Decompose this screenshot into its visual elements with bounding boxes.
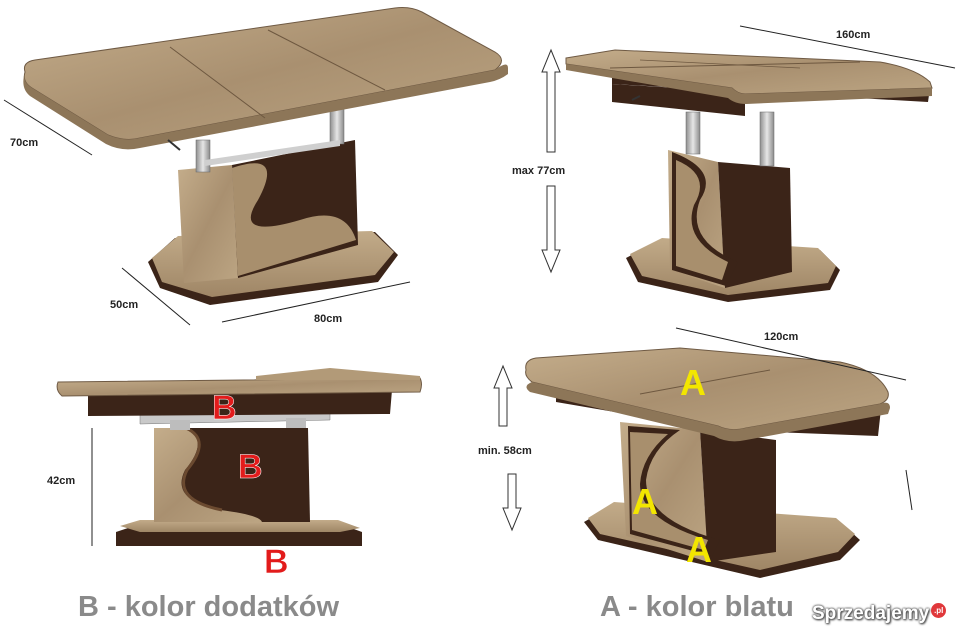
watermark: Sprzedajemy.pl — [812, 603, 947, 625]
marker-b-frame: B — [212, 389, 237, 427]
marker-a-base: A — [686, 529, 712, 570]
dimension-lines-table-4 — [675, 327, 913, 511]
caption-color-b: B - kolor dodatków — [78, 591, 339, 623]
marker-b-base: B — [264, 543, 289, 581]
dimension-lines-table-1 — [3, 99, 411, 326]
dimension-length-extended: 160cm — [836, 29, 870, 41]
table-closed-low — [525, 347, 890, 578]
table-extended-angled — [23, 7, 508, 305]
dimension-length-closed: 120cm — [764, 331, 798, 343]
marker-a-top: A — [680, 362, 706, 403]
caption-color-a: A - kolor blatu — [600, 591, 794, 623]
dimension-height-min: min. 58cm — [478, 445, 532, 457]
dimension-lines-table-2 — [739, 25, 956, 69]
dimension-height-max: max 77cm — [512, 165, 565, 177]
dimension-height-low: 42cm — [47, 475, 75, 487]
marker-b-column: B — [238, 448, 263, 486]
dimension-width-base: 80cm — [314, 313, 342, 325]
height-arrow-min — [493, 364, 522, 532]
watermark-text: Sprzedajemy — [812, 603, 930, 624]
dimension-depth-base: 50cm — [110, 299, 138, 311]
height-arrow-max — [541, 48, 561, 274]
dimension-depth-top: 70cm — [10, 137, 38, 149]
table-extended-high — [565, 49, 933, 302]
watermark-suffix: .pl — [931, 603, 947, 618]
marker-a-column: A — [632, 481, 658, 522]
table-side-view-low — [56, 368, 422, 546]
